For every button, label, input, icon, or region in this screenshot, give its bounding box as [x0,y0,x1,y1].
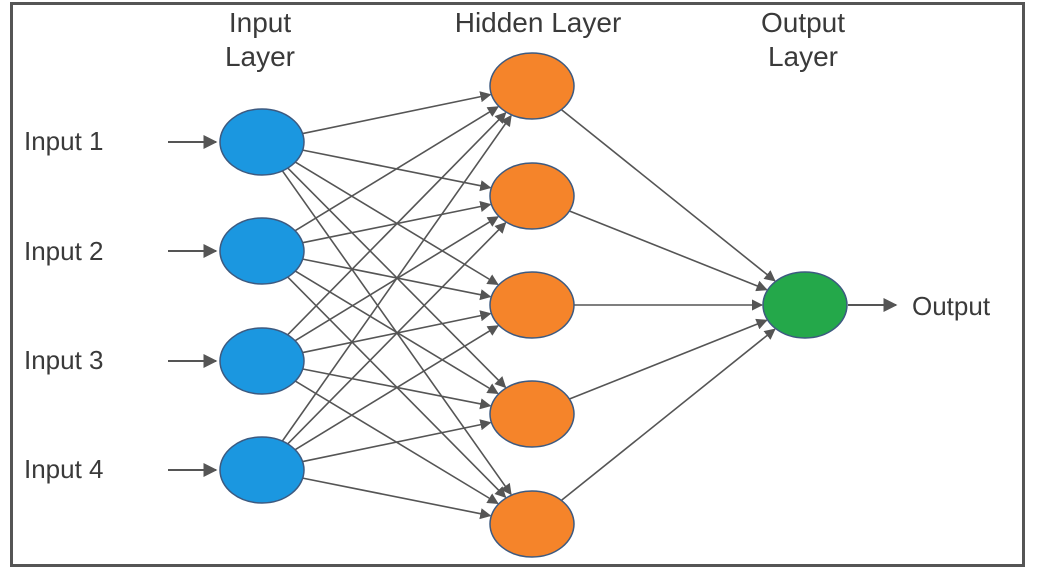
input-label-4: Input 4 [24,454,104,484]
input-node-1 [219,108,305,176]
hidden-node-4 [489,380,575,448]
hidden-node-5 [489,490,575,558]
input-node-3 [219,327,305,395]
hidden-layer-title: Hidden Layer [455,7,622,38]
edge-input3-hidden1 [287,112,507,336]
edge-input4-hidden4 [302,419,492,463]
edge-input4-hidden3 [294,325,499,451]
input-layer-title-line2: Layer [225,41,295,72]
input-label-2: Input 2 [24,236,104,266]
hidden-node-1 [489,52,575,120]
edge-input2-hidden4 [294,270,499,395]
input-arrows [168,135,218,477]
edge-input2-hidden1 [294,106,499,232]
edge-hidden5-output [560,328,776,502]
connection-edges [281,91,898,520]
edge-input4-hidden1 [281,114,512,442]
edge-hidden2-output [569,210,768,292]
edge-hidden1-output [560,108,776,282]
input-node-2 [219,217,305,285]
network-nodes [219,52,848,558]
hidden-node-3 [489,271,575,339]
edge-input1-hidden1 [302,91,492,135]
input-node-4 [219,436,305,504]
edge-input4-hidden2 [287,222,507,445]
diagram-frame [10,2,1025,567]
output-node [762,271,848,339]
output-layer-title-line1: Output [761,7,845,38]
edge-input4-hidden5 [302,477,492,520]
output-layer-title-line2: Layer [768,41,838,72]
input-label-1: Input 1 [24,126,104,156]
edge-hidden4-output [569,318,768,400]
input-layer-title-line1: Input [229,7,291,38]
input-label-3: Input 3 [24,345,104,375]
output-label: Output [912,291,991,321]
hidden-node-2 [489,162,575,230]
